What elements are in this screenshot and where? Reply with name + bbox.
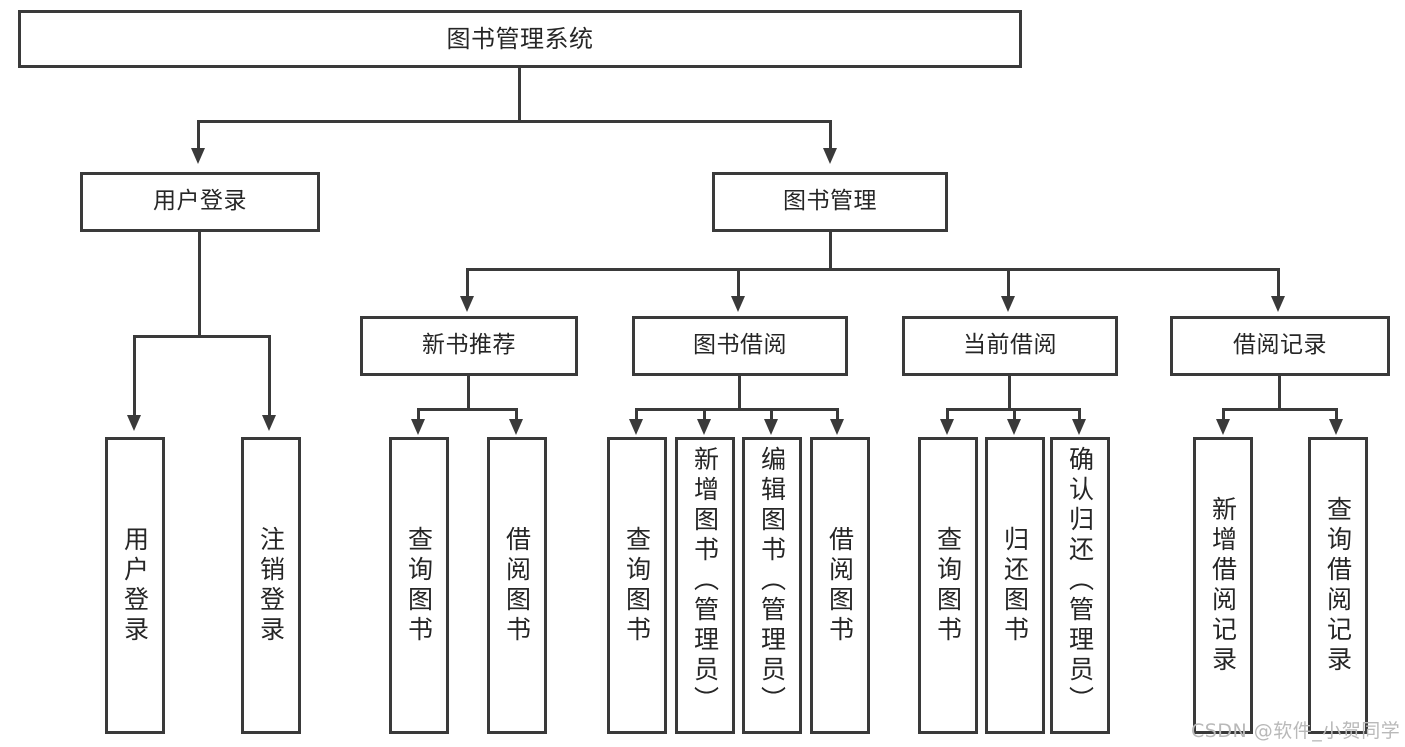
leaf-bb-borrow-book[interactable]: 借阅图书	[810, 437, 870, 734]
connector-bb-drop-3	[770, 408, 773, 420]
connector-book-manage-stem	[829, 232, 832, 268]
node-user-login[interactable]: 用户登录	[80, 172, 320, 232]
connector-borrow-record-bus	[1222, 408, 1338, 411]
node-new-book-recommend[interactable]: 新书推荐	[360, 316, 578, 376]
node-label: 确认归还（管理员）	[1065, 446, 1095, 716]
arrowhead-leaf-bb-borrow	[830, 419, 844, 435]
leaf-bb-add-book[interactable]: 新增图书（管理员）	[675, 437, 735, 734]
arrowhead-leaf-bb-query	[629, 419, 643, 435]
connector-user-login-drop-1	[133, 335, 136, 417]
node-label: 用户登录	[120, 525, 150, 646]
connector-bb-drop-2	[703, 408, 706, 420]
leaf-cb-return-book[interactable]: 归还图书	[985, 437, 1045, 734]
node-label: 借阅图书	[502, 525, 532, 646]
connector-cb-drop-1	[946, 408, 949, 420]
connector-cb-drop-2	[1013, 408, 1016, 420]
leaf-br-query-record[interactable]: 查询借阅记录	[1308, 437, 1368, 734]
arrowhead-leaf-cb-return	[1007, 419, 1021, 435]
node-label: 图书管理	[783, 188, 877, 215]
connector-user-login-drop-2	[268, 335, 271, 417]
node-label: 用户登录	[153, 188, 247, 215]
connector-level2-drop-right	[829, 120, 832, 150]
leaf-bb-edit-book[interactable]: 编辑图书（管理员）	[742, 437, 802, 734]
node-label: 新书推荐	[422, 332, 516, 359]
node-label: 借阅记录	[1233, 332, 1327, 359]
arrowhead-new-book	[460, 296, 474, 312]
node-label: 查询图书	[622, 525, 652, 646]
arrowhead-leaf-br-add	[1216, 419, 1230, 435]
node-book-borrow[interactable]: 图书借阅	[632, 316, 848, 376]
connector-cb-drop-3	[1078, 408, 1081, 420]
connector-current-borrow-stem	[1008, 376, 1011, 408]
arrowhead-leaf-cb-confirm	[1072, 419, 1086, 435]
node-root-system[interactable]: 图书管理系统	[18, 10, 1022, 68]
connector-br-drop-2	[1335, 408, 1338, 420]
leaf-br-add-record[interactable]: 新增借阅记录	[1193, 437, 1253, 734]
connector-level3-drop-2	[737, 268, 740, 298]
arrowhead-leaf-cb-query	[940, 419, 954, 435]
connector-new-book-stem	[467, 376, 470, 408]
csdn-watermark: CSDN @软件_小贺同学	[1191, 720, 1401, 742]
connector-new-book-drop-1	[417, 408, 420, 420]
arrowhead-book-manage	[823, 148, 837, 164]
node-label: 查询借阅记录	[1323, 495, 1353, 676]
arrowhead-leaf-bb-add	[697, 419, 711, 435]
arrowhead-borrow-record	[1271, 296, 1285, 312]
arrowhead-user-login	[191, 148, 205, 164]
leaf-logout[interactable]: 注销登录	[241, 437, 301, 734]
node-label: 当前借阅	[963, 332, 1057, 359]
connector-br-drop-1	[1222, 408, 1225, 420]
leaf-cb-query-book[interactable]: 查询图书	[918, 437, 978, 734]
node-label: 图书管理系统	[446, 24, 594, 53]
node-label: 注销登录	[256, 525, 286, 646]
node-borrow-record[interactable]: 借阅记录	[1170, 316, 1390, 376]
node-label: 图书借阅	[693, 332, 787, 359]
connector-level3-bus	[466, 268, 1280, 271]
arrowhead-leaf-logout	[262, 415, 276, 431]
arrowhead-current-borrow	[1001, 296, 1015, 312]
node-label: 编辑图书（管理员）	[757, 446, 787, 716]
arrowhead-leaf-nb-borrow	[509, 419, 523, 435]
node-label: 借阅图书	[825, 525, 855, 646]
arrowhead-leaf-nb-query	[411, 419, 425, 435]
connector-book-borrow-stem	[738, 376, 741, 408]
connector-user-login-stem	[198, 232, 201, 335]
connector-new-book-drop-2	[515, 408, 518, 420]
node-label: 新增图书（管理员）	[690, 446, 720, 716]
connector-level3-drop-4	[1277, 268, 1280, 298]
connector-bb-drop-4	[836, 408, 839, 420]
connector-level2-bus	[197, 120, 832, 123]
node-current-borrow[interactable]: 当前借阅	[902, 316, 1118, 376]
connector-bb-drop-1	[635, 408, 638, 420]
node-label: 新增借阅记录	[1208, 495, 1238, 676]
connector-level3-drop-1	[466, 268, 469, 298]
leaf-user-login[interactable]: 用户登录	[105, 437, 165, 734]
leaf-nb-borrow-book[interactable]: 借阅图书	[487, 437, 547, 734]
connector-level2-drop-left	[197, 120, 200, 150]
node-label: 查询图书	[933, 525, 963, 646]
leaf-cb-confirm-return[interactable]: 确认归还（管理员）	[1050, 437, 1110, 734]
connector-user-login-bus	[133, 335, 268, 338]
arrowhead-leaf-bb-edit	[764, 419, 778, 435]
arrowhead-book-borrow	[731, 296, 745, 312]
connector-borrow-record-stem	[1278, 376, 1281, 408]
arrowhead-leaf-user-login	[127, 415, 141, 431]
connector-root-stem	[518, 68, 521, 120]
arrowhead-leaf-br-query	[1329, 419, 1343, 435]
node-book-management[interactable]: 图书管理	[712, 172, 948, 232]
leaf-bb-query-book[interactable]: 查询图书	[607, 437, 667, 734]
leaf-nb-query-book[interactable]: 查询图书	[389, 437, 449, 734]
connector-level3-drop-3	[1007, 268, 1010, 298]
node-label: 归还图书	[1000, 525, 1030, 646]
connector-new-book-bus	[417, 408, 518, 411]
node-label: 查询图书	[404, 525, 434, 646]
connector-book-borrow-bus	[635, 408, 839, 411]
